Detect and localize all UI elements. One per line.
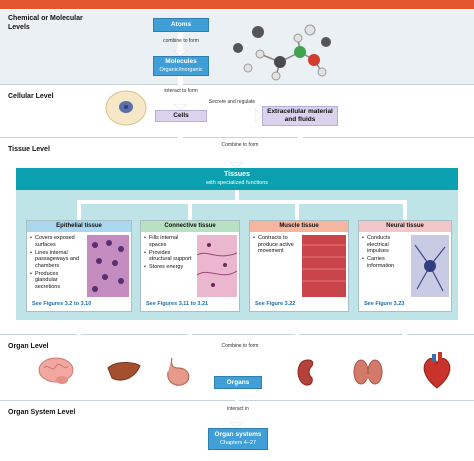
molecules-box: Molecules Organic/inorganic	[153, 56, 209, 76]
organ-systems-label: Organ systems	[214, 431, 262, 438]
organ-system-level-label: Organ System Level	[8, 409, 76, 416]
chemical-level-label: Chemical or Molecular Levels	[8, 15, 83, 31]
organ-branch-1	[77, 320, 81, 356]
organ-branch-4	[403, 320, 407, 356]
epithelial-card: Epithelial tissue Covers exposed surface…	[26, 220, 132, 312]
branch-neural	[403, 200, 407, 220]
connective-bullet-3: Stores energy	[144, 264, 194, 271]
organs-box: Organs	[214, 376, 262, 389]
down-arrow-icon	[230, 422, 243, 428]
kidney-icon	[297, 359, 314, 386]
epithelial-bullet-2: Lines internal passageways and chambers	[30, 250, 82, 270]
molecule-model-image	[233, 24, 331, 81]
atoms-box: Atoms	[153, 18, 209, 32]
neural-bullet-2: Carries information	[362, 256, 408, 269]
tissues-title: Tissues	[224, 171, 250, 178]
combine-to-form-text-2: Combine to form	[221, 142, 259, 148]
extracellular-down-connector	[298, 126, 303, 152]
molecules-sublabel: Organic/inorganic	[159, 67, 203, 73]
branch-muscle	[295, 200, 299, 220]
heart-icon	[423, 352, 451, 389]
cellular-level-label: Cellular Level	[8, 93, 54, 100]
thyroid-icon	[353, 359, 383, 385]
neural-micrograph	[411, 235, 449, 297]
secrete-regulate-text: Secrete and regulate	[208, 99, 256, 105]
combine-to-form-text-3: Combine to form	[212, 343, 268, 349]
epithelial-bullet-1: Covers exposed surfaces	[30, 235, 82, 248]
atoms-label: Atoms	[170, 21, 192, 28]
extracellular-box: Extracellular material and fluids	[262, 106, 338, 126]
connective-bullet-1: Fills internal spaces	[144, 235, 194, 248]
tissue-branch-line	[77, 200, 407, 204]
neural-card: Neural tissue Conducts electrical impuls…	[358, 220, 452, 312]
neural-see-figure: See Figure 3.23	[364, 301, 405, 307]
divider-2	[0, 137, 474, 138]
epithelial-title: Epithelial tissue	[27, 221, 131, 232]
connective-see-figures: See Figures 3.11 to 3.21	[146, 301, 209, 307]
epithelial-see-figures: See Figures 3.2 to 3.10	[32, 301, 92, 307]
secrete-connector	[207, 113, 257, 118]
interact-to-form-text: interact to form	[164, 88, 198, 94]
tissues-subtitle: with specialized functions	[205, 180, 269, 186]
muscle-title: Muscle tissue	[250, 221, 348, 232]
branch-epithelial	[77, 200, 81, 220]
brain-icon	[38, 357, 74, 384]
organ-join-line	[77, 352, 407, 356]
down-arrow-icon	[230, 162, 243, 168]
tissue-branch-stem	[235, 190, 239, 202]
cells-label: Cells	[173, 112, 189, 119]
tissue-level-label: Tissue Level	[8, 146, 50, 153]
organs-label: Organs	[226, 378, 250, 386]
neural-bullet-1: Conducts electrical impulses	[362, 235, 408, 255]
muscle-micrograph	[302, 235, 346, 297]
branch-connective	[188, 200, 192, 220]
cells-box: Cells	[155, 110, 207, 122]
organ-level-label: Organ Level	[8, 343, 49, 350]
tissues-down-connector	[234, 155, 239, 165]
down-arrow-icon	[174, 50, 187, 56]
organs-down-connector	[235, 356, 239, 376]
divider-1	[0, 84, 474, 85]
connective-micrograph	[197, 235, 237, 297]
interact-in-text: interact in	[214, 406, 262, 412]
connective-bullet-2: Provides structural support	[144, 250, 194, 263]
neural-title: Neural tissue	[359, 221, 451, 232]
molecules-connector	[178, 76, 183, 108]
top-color-bar	[0, 0, 474, 9]
muscle-card: Muscle tissue Contracts to produce activ…	[249, 220, 349, 312]
liver-icon	[107, 362, 141, 381]
epithelial-micrograph	[87, 235, 129, 297]
extracellular-label: Extracellular material and fluids	[267, 108, 333, 123]
down-arrow-icon	[174, 104, 187, 110]
cells-down-connector	[178, 122, 183, 152]
right-arrow-icon	[255, 109, 262, 122]
connective-card: Connective tissue Fills internal spaces …	[140, 220, 240, 312]
organ-systems-sublabel: Chapters 4–27	[219, 440, 257, 446]
organ-systems-box: Organ systems Chapters 4–27	[208, 428, 268, 450]
cell-image	[105, 90, 147, 126]
muscle-bullet-1: Contracts to produce active movement	[253, 235, 299, 255]
divider-3	[0, 334, 474, 335]
tissues-header: Tissues with specialized functions	[16, 168, 458, 190]
atoms-connector	[178, 32, 183, 54]
connective-title: Connective tissue	[141, 221, 239, 232]
organ-branch-3	[295, 320, 299, 356]
organ-branch-2	[188, 320, 192, 356]
molecules-label: Molecules	[165, 58, 197, 65]
stomach-icon	[167, 357, 190, 386]
muscle-see-figure: See Figure 3.22	[255, 301, 296, 307]
combine-to-form-text-1: combine to form	[163, 38, 199, 44]
join-connector	[178, 150, 303, 155]
epithelial-bullet-3: Produces glandular secretions	[30, 271, 82, 291]
